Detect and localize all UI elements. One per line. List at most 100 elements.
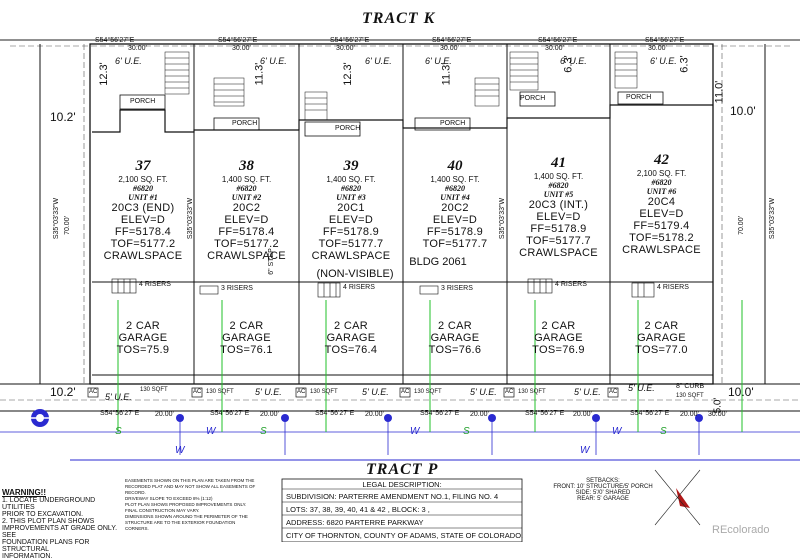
ac-5: AC <box>505 389 514 395</box>
lot-tof: TOF=5177.2 <box>214 238 279 250</box>
water-label-3: W <box>612 426 622 437</box>
sqft-130-4: 130 SQFT <box>414 389 442 395</box>
warning-line-5: FOUNDATION PLANS FOR STRUCTURAL <box>2 539 90 553</box>
lot-foundation: CRAWLSPACE <box>519 247 598 259</box>
lot-tof: TOF=5177.2 <box>110 238 176 250</box>
dim-front-end: 30.00' <box>708 411 727 418</box>
lot-address: #6820 <box>133 184 153 193</box>
warning-title: WARNING!! <box>2 488 46 497</box>
dim-side-left: 70.00' <box>63 216 71 235</box>
lot-model: 20C2 <box>441 202 469 214</box>
ue-4: 6' U.E. <box>425 56 452 66</box>
lot-sqft: 1,400 SQ. FT. <box>221 175 272 184</box>
lot-model: 20C1 <box>337 202 365 214</box>
sqft-130-3: 130 SQFT <box>310 389 338 395</box>
note-line: CORNERS. <box>125 526 149 531</box>
lot-unit: UNIT #4 <box>440 193 470 202</box>
dim-top-6: 30.00' <box>648 45 667 52</box>
dim-123-left: 12.3' <box>97 62 110 86</box>
lot-38: 38 1,400 SQ. FT. #6820 UNIT #2 20C2 ELEV… <box>194 158 299 262</box>
lot-model: 20C2 <box>232 202 261 214</box>
bearing-top-6: S54°56'27"E <box>645 37 685 44</box>
lot-number: 42 <box>654 152 669 168</box>
setbacks-rear: REAR: 5' GARAGE <box>577 496 629 502</box>
garage-line-2: GARAGE <box>326 332 376 344</box>
lot-address: #6820 <box>445 184 465 193</box>
dim-top-1: 30.00' <box>128 45 147 52</box>
garage-tos: TOS=76.1 <box>220 344 273 356</box>
lot-elev: ELEV=D <box>536 211 581 223</box>
porch-38: PORCH <box>232 120 258 127</box>
notes-block: EASEMENTS SHOWN ON THIS PLAN ARE TAKEN F… <box>125 478 275 532</box>
garage-line-2: GARAGE <box>534 332 583 344</box>
note-line: RECORDED PLAT AND MAY NOT SHOW ALL EASEM… <box>125 484 256 489</box>
garage-41: 2 CAR GARAGE TOS=76.9 <box>507 320 610 356</box>
garage-line-1: 2 CAR <box>229 320 264 332</box>
lot-sqft: 2,100 SQ. FT. <box>118 175 168 184</box>
plot-plan-drawing <box>0 39 800 542</box>
bearing-side-right: S35°03'33"W <box>769 197 777 240</box>
ue-bottom-5: 5' U.E. <box>574 387 601 397</box>
garage-line-2: GARAGE <box>118 332 168 344</box>
lot-ff: FF=5178.9 <box>322 226 380 238</box>
lot-42: 42 2,100 SQ. FT. #6820 UNIT #6 20C4 ELEV… <box>610 152 713 256</box>
dim-front-6: 20.00' <box>680 411 699 418</box>
garage-line-2: GARAGE <box>430 332 480 344</box>
dim-front-4: 20.00' <box>470 411 489 418</box>
bearing-front-3: S54°56'27"E <box>315 410 355 417</box>
legal-address: ADDRESS: 6820 PARTERRE PARKWAY <box>286 518 424 527</box>
lot-41: 41 1,400 SQ. FT. #6820 UNIT #5 20C3 (INT… <box>507 155 610 259</box>
lot-tof: TOF=5177.7 <box>318 238 384 250</box>
lot-address: #6820 <box>236 184 257 193</box>
lot-ff: FF=5178.4 <box>114 226 172 238</box>
lot-40: 40 1,400 SQ. FT. #6820 UNIT #4 20C2 ELEV… <box>403 158 507 250</box>
garage-line-1: 2 CAR <box>541 320 576 332</box>
lot-number: 41 <box>551 155 566 171</box>
garage-line-1: 2 CAR <box>126 320 160 332</box>
garage-tos: TOS=76.9 <box>532 344 585 356</box>
garage-line-2: GARAGE <box>222 332 271 344</box>
ue-6: 6' U.E. <box>650 56 677 66</box>
curb-label: 8" CURB <box>676 383 705 390</box>
ac-2: AC <box>193 389 202 395</box>
bearing-front-5: S54°56'27"E <box>525 410 565 417</box>
setbacks-block: SETBACKS: FRONT: 10' STRUCTURE/5' PORCH … <box>553 478 653 502</box>
risers-40: 3 RISERS <box>441 285 473 292</box>
lot-sqft: 1,400 SQ. FT. <box>326 175 376 184</box>
lot-unit: UNIT #1 <box>128 193 158 202</box>
north-arrow-icon <box>654 469 701 526</box>
porch-42: PORCH <box>626 94 652 101</box>
bearing-top-5: S54°56'27"E <box>538 37 578 44</box>
bearing-front-6: S54°56'27"E <box>630 410 670 417</box>
garage-37: 2 CAR GARAGE TOS=75.9 <box>92 320 194 356</box>
note-line: FINAL CONSTRUCTION MAY VARY. <box>125 508 200 513</box>
warning-line-1: 1. LOCATE UNDERGROUND UTILITIES <box>2 497 96 511</box>
note-line: STRUCTURE ARE TO THE EXTERIOR FOUNDATION <box>125 520 236 525</box>
ue-3: 6' U.E. <box>365 56 392 66</box>
lot-model: 20C3 (INT.) <box>528 199 589 211</box>
lot-address: #6820 <box>548 181 569 190</box>
ac-3: AC <box>297 389 306 395</box>
lot-39: 39 1,400 SQ. FT. #6820 UNIT #3 20C1 ELEV… <box>299 158 403 262</box>
lot-foundation: CRAWLSPACE <box>207 250 286 262</box>
warning-line-6: INFORMATION. <box>2 553 53 560</box>
garage-40: 2 CAR GARAGE TOS=76.6 <box>403 320 507 356</box>
legal-subdivision: SUBDIVISION: PARTERRE AMENDMENT NO.1, FI… <box>286 492 499 501</box>
risers-41: 4 RISERS <box>555 281 587 288</box>
risers-37: 4 RISERS <box>139 281 171 288</box>
bearing-top-4: S54°56'27"E <box>432 37 472 44</box>
lot-ff: FF=5179.4 <box>633 220 690 232</box>
bearing-side-left: S35°03'33"W <box>53 197 61 240</box>
bearing-front-2: S54°56'27"E <box>210 410 250 417</box>
lot-elev: ELEV=D <box>224 214 269 226</box>
ue-bottom-2: 5' U.E. <box>255 387 282 397</box>
dim-63-lot41: 6.3' <box>562 55 575 73</box>
lot-foundation: CRAWLSPACE <box>103 250 183 262</box>
sewer-label-3: S <box>463 426 470 437</box>
lot-ff: FF=5178.9 <box>530 223 587 235</box>
bearing-top-1: S54°56'27"E <box>95 37 135 44</box>
dim-113-lot38: 11.3' <box>253 62 266 86</box>
bearing-front-1: S54°56'27"E <box>100 410 140 417</box>
ue-1: 6' U.E. <box>115 56 142 66</box>
dim-front-3: 20.00' <box>365 411 384 418</box>
